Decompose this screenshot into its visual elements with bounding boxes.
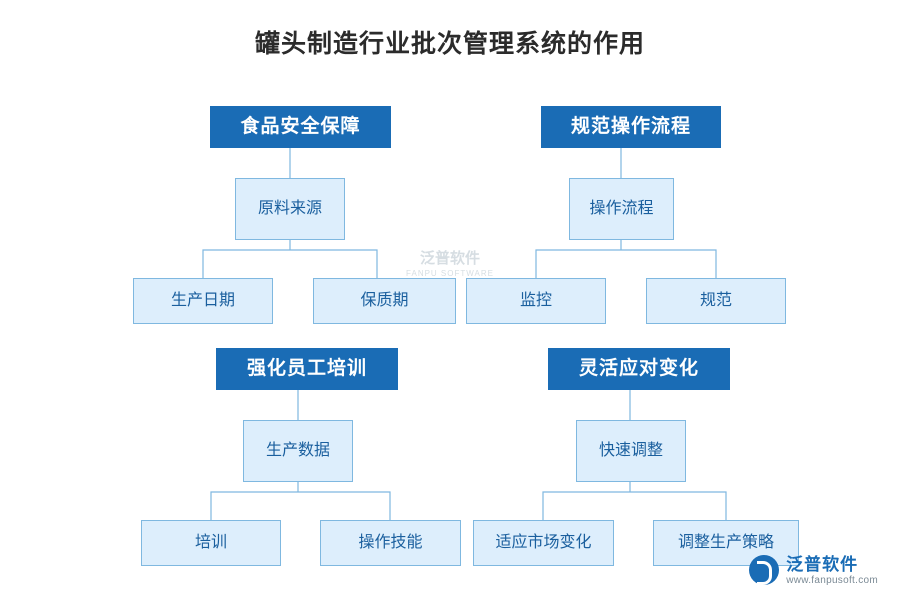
watermark-text: 泛普软件 <box>419 250 480 267</box>
node-header-standard-process[interactable]: 规范操作流程 <box>541 106 721 148</box>
brand-name: 泛普软件 <box>786 554 859 574</box>
node-label: 强化员工培训 <box>246 357 367 379</box>
node-mid-production-data[interactable]: 生产数据 <box>243 420 353 482</box>
node-label: 操作流程 <box>589 200 654 218</box>
node-mid-operation-flow[interactable]: 操作流程 <box>569 178 674 240</box>
node-leaf-operation-skill[interactable]: 操作技能 <box>320 520 461 566</box>
node-label: 规范 <box>699 292 732 310</box>
node-header-flexible-change[interactable]: 灵活应对变化 <box>548 348 730 390</box>
node-label: 生产数据 <box>265 442 330 460</box>
node-header-staff-training[interactable]: 强化员工培训 <box>216 348 398 390</box>
brand-text: 泛普软件 www.fanpusoft.com <box>786 555 878 586</box>
node-label: 灵活应对变化 <box>578 357 699 379</box>
node-leaf-shelf-life[interactable]: 保质期 <box>313 278 456 324</box>
node-leaf-training[interactable]: 培训 <box>141 520 281 566</box>
brand-url: www.fanpusoft.com <box>786 574 878 586</box>
fanpu-logo-icon <box>749 555 780 586</box>
watermark-center: 泛普软件 FANPU SOFTWARE <box>385 250 515 279</box>
node-label: 培训 <box>194 534 227 552</box>
node-mid-quick-adjust[interactable]: 快速调整 <box>576 420 686 482</box>
node-mid-raw-material-source[interactable]: 原料来源 <box>235 178 345 240</box>
node-header-food-safety[interactable]: 食品安全保障 <box>210 106 391 148</box>
node-label: 保质期 <box>360 292 409 310</box>
node-label: 生产日期 <box>170 292 235 310</box>
node-leaf-adjust-production-strategy[interactable]: 调整生产策略 <box>653 520 799 566</box>
node-leaf-adapt-market-change[interactable]: 适应市场变化 <box>473 520 614 566</box>
page-title: 罐头制造行业批次管理系统的作用 <box>254 30 645 58</box>
node-label: 食品安全保障 <box>240 115 361 137</box>
node-label: 操作技能 <box>358 534 423 552</box>
node-label: 适应市场变化 <box>495 534 592 552</box>
brand-logo-block: 泛普软件 www.fanpusoft.com <box>749 555 878 586</box>
node-label: 原料来源 <box>257 200 322 218</box>
node-leaf-monitoring[interactable]: 监控 <box>466 278 606 324</box>
node-label: 快速调整 <box>598 442 663 460</box>
node-label: 监控 <box>519 292 552 310</box>
node-leaf-production-date[interactable]: 生产日期 <box>133 278 273 324</box>
node-leaf-standard[interactable]: 规范 <box>646 278 786 324</box>
node-label: 规范操作流程 <box>570 115 691 137</box>
node-label: 调整生产策略 <box>677 534 774 552</box>
